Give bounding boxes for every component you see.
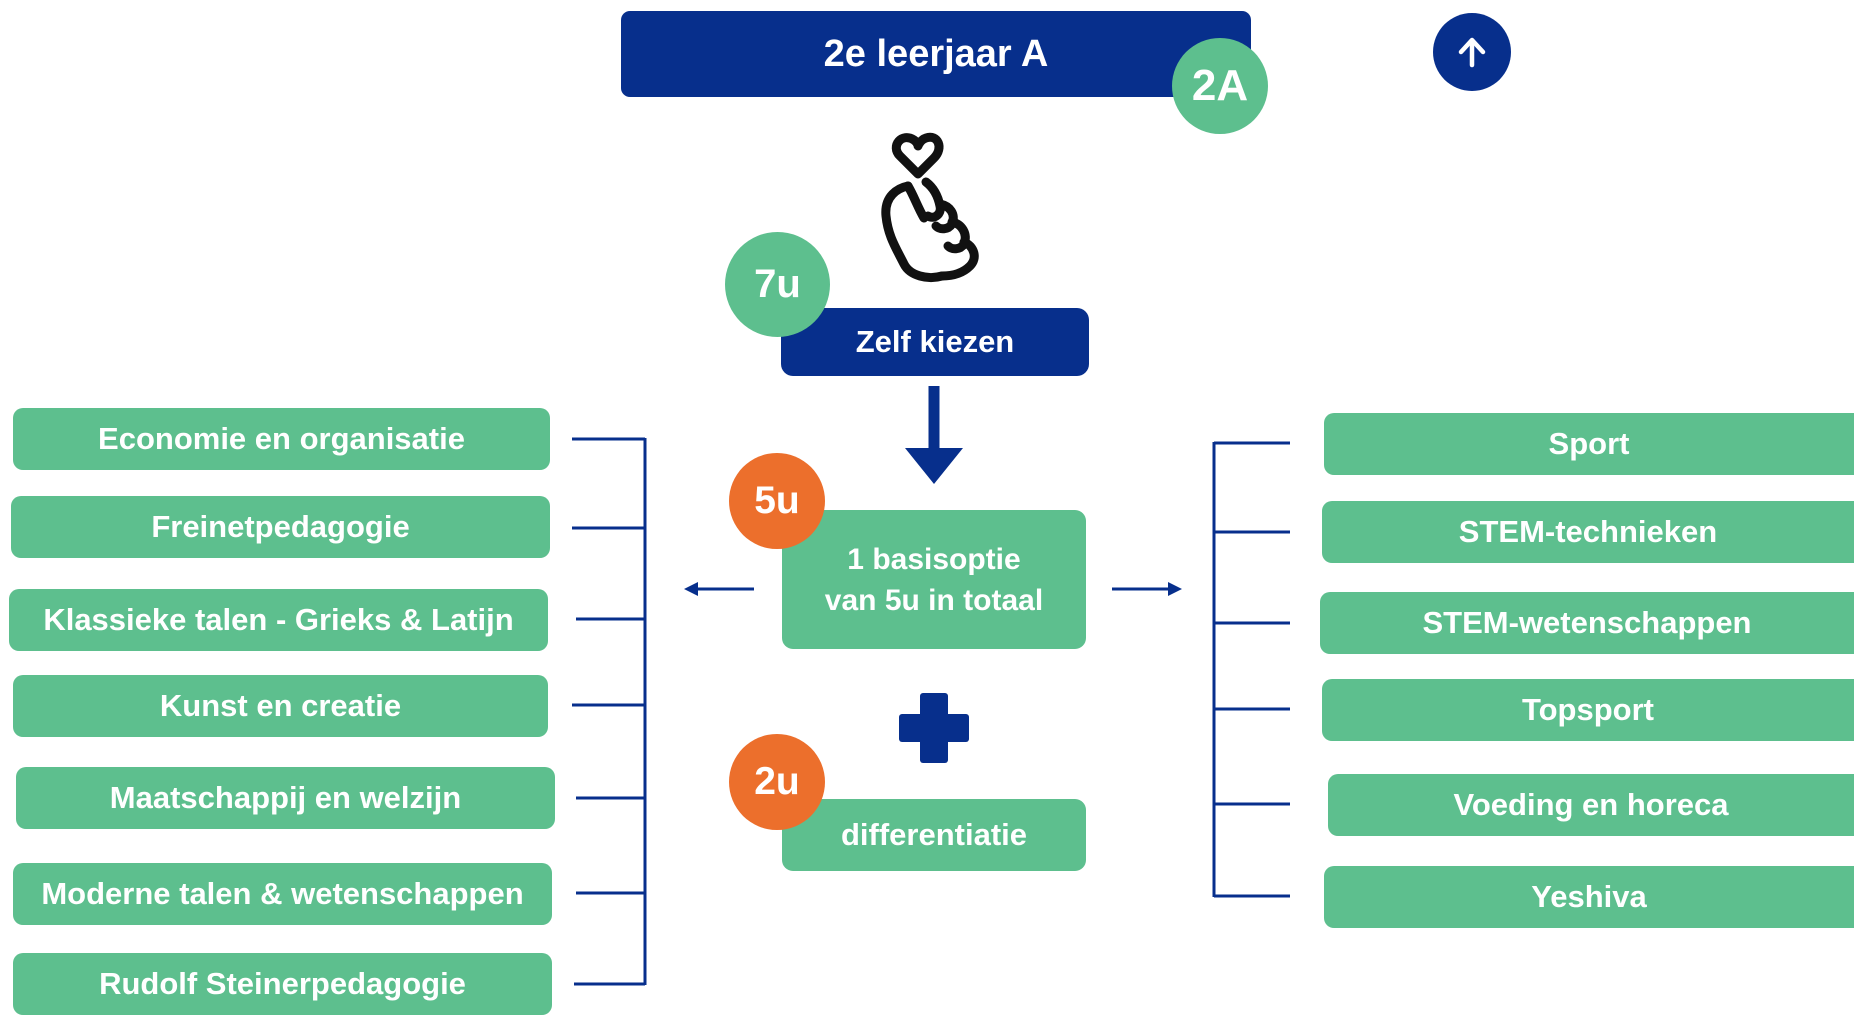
left-bracket	[572, 437, 647, 986]
differentiation-bar: differentiatie	[782, 799, 1086, 871]
option-topsport[interactable]: Topsport	[1322, 679, 1854, 741]
option-yeshiva[interactable]: Yeshiva	[1324, 866, 1854, 928]
base-option-line2: van 5u in totaal	[824, 583, 1044, 617]
plus-icon	[899, 693, 969, 763]
grade-badge: 2A	[1172, 38, 1268, 134]
option-maatschappij[interactable]: Maatschappij en welzijn	[16, 767, 555, 829]
left-arrow-icon	[684, 582, 754, 596]
option-steinerpedagogie[interactable]: Rudolf Steinerpedagogie	[13, 953, 552, 1015]
base-option-line1: 1 basisoptie	[847, 542, 1021, 576]
option-sport[interactable]: Sport	[1324, 413, 1854, 475]
option-klassieke-talen[interactable]: Klassieke talen - Grieks & Latijn	[9, 589, 548, 651]
page-title: 2e leerjaar A	[621, 11, 1251, 97]
down-arrow-icon	[905, 386, 963, 484]
hours-badge-5u: 5u	[729, 453, 825, 549]
arrow-up-icon	[1458, 37, 1486, 68]
option-stem-wetenschappen[interactable]: STEM-wetenschappen	[1320, 592, 1854, 654]
hand-heart-icon	[868, 126, 996, 286]
hours-badge-2u: 2u	[729, 734, 825, 830]
option-moderne-talen[interactable]: Moderne talen & wetenschappen	[13, 863, 552, 925]
back-to-top-button[interactable]	[1433, 13, 1511, 91]
hours-badge-7u: 7u	[725, 232, 830, 337]
option-economie[interactable]: Economie en organisatie	[13, 408, 550, 470]
base-option-box: 1 basisoptie van 5u in totaal	[782, 510, 1086, 649]
choose-bar: Zelf kiezen	[781, 308, 1089, 376]
option-stem-technieken[interactable]: STEM-technieken	[1322, 501, 1854, 563]
right-arrow-icon	[1112, 582, 1182, 596]
option-freinetpedagogie[interactable]: Freinetpedagogie	[11, 496, 550, 558]
right-bracket	[1212, 441, 1290, 898]
option-voeding-en-horeca[interactable]: Voeding en horeca	[1328, 774, 1854, 836]
option-kunst-en-creatie[interactable]: Kunst en creatie	[13, 675, 548, 737]
